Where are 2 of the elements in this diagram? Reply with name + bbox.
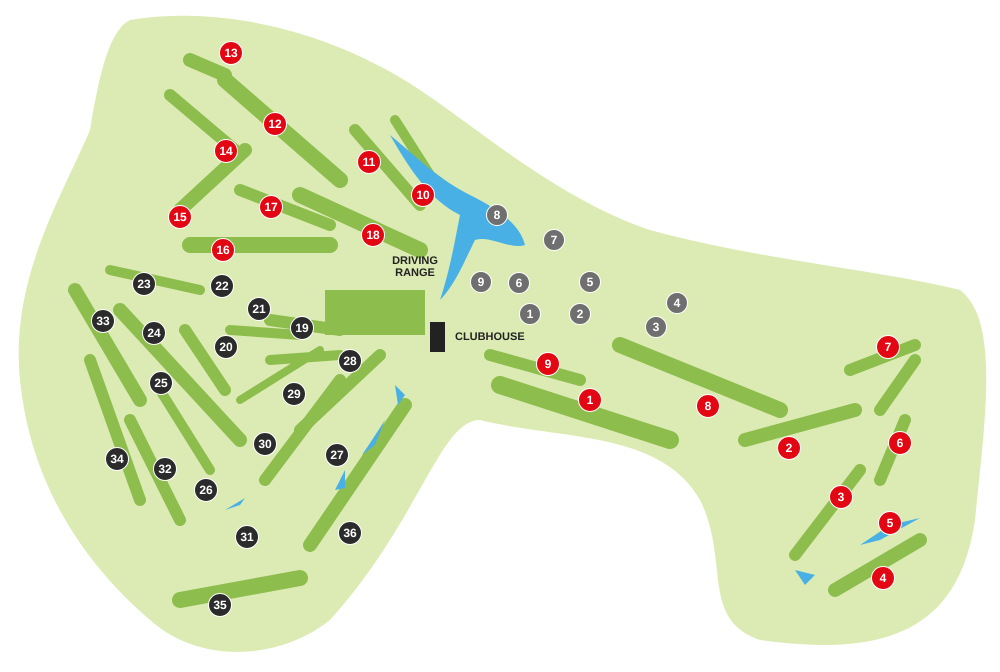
map-label: CLUBHOUSE: [455, 331, 525, 343]
map-label: DRIVING RANGE: [391, 255, 439, 279]
